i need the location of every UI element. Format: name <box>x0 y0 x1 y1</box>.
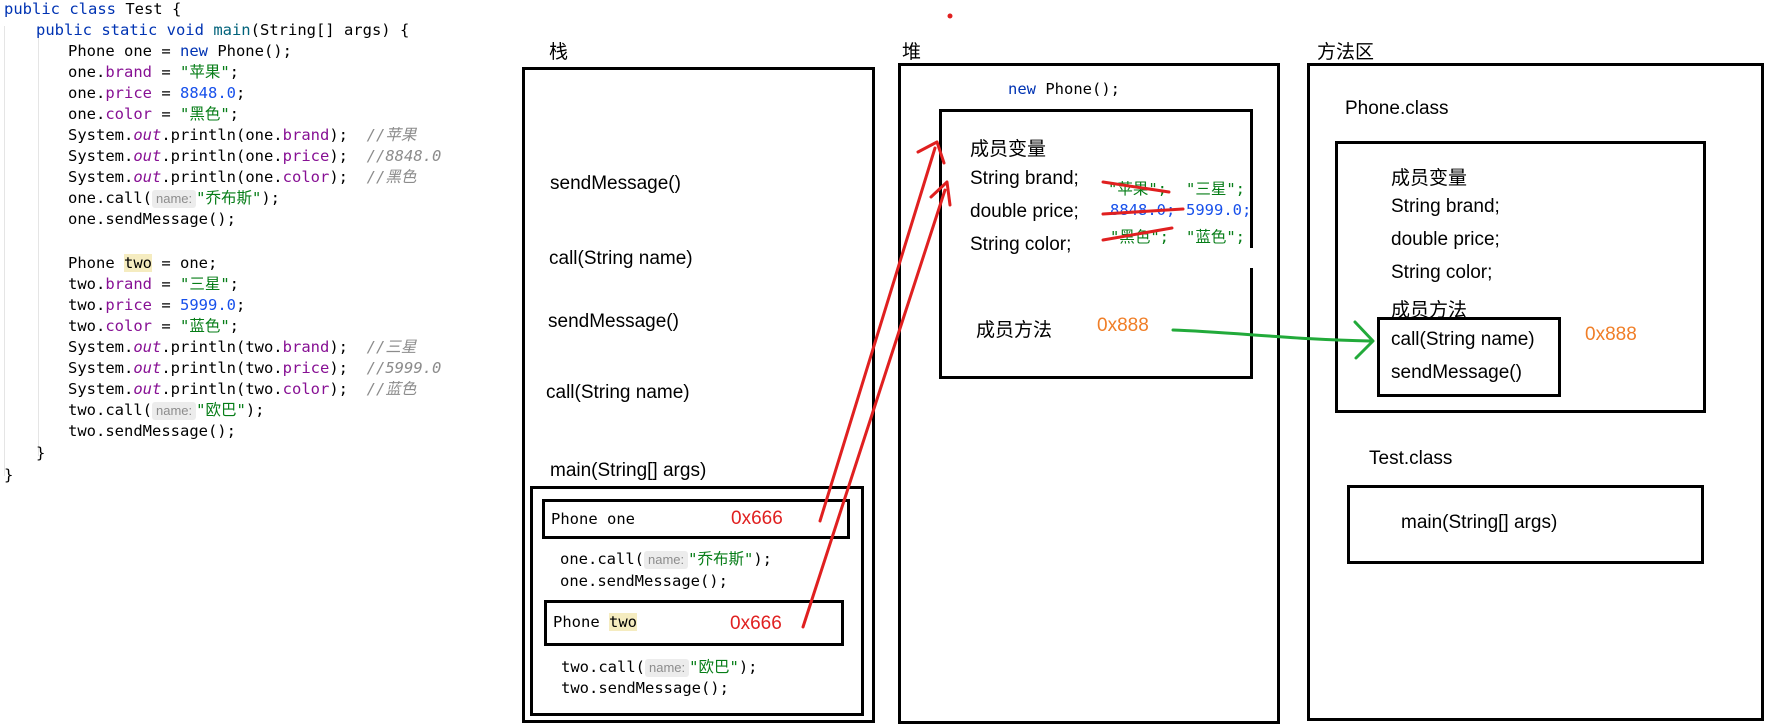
stack-frame-main-label: main(String[] args) <box>550 460 707 481</box>
heap-price-label: double price; <box>970 201 1079 222</box>
class-method-call: call(String name) <box>1391 329 1535 350</box>
var-two-address: 0x666 <box>730 613 782 634</box>
stack-two-send: two.sendMessage(); <box>561 679 729 697</box>
stack-one-call: one.call(name:"乔布斯"); <box>560 550 772 569</box>
stack-one-send: one.sendMessage(); <box>560 572 728 590</box>
heap-color-old-value: "黑色"; <box>1110 228 1169 246</box>
param-hint: name: <box>152 190 197 208</box>
code-line: } <box>36 444 46 462</box>
class-methods-title: 成员方法 <box>1391 300 1468 321</box>
heap-brand-new-value: "三星"; <box>1186 180 1245 198</box>
method-area-box <box>1307 63 1764 721</box>
box-gap <box>1245 248 1257 268</box>
param-hint: name: <box>152 402 197 420</box>
indent-guide <box>4 26 5 476</box>
test-class-main: main(String[] args) <box>1401 512 1558 533</box>
stack-frame-call: call(String name) <box>546 382 690 403</box>
method-area-title: 方法区 <box>1317 42 1375 63</box>
var-one-address: 0x666 <box>731 508 783 529</box>
heap-brand-label: String brand; <box>970 168 1079 189</box>
code-line: one.price = 8848.0; <box>68 84 246 102</box>
code-line: System.out.println(one.color); //黑色 <box>68 168 417 186</box>
stack-frame-call: call(String name) <box>549 248 693 269</box>
param-hint: name: <box>644 551 689 569</box>
code-line: one.color = "黑色"; <box>68 105 240 123</box>
heap-methods-address: 0x888 <box>1097 315 1149 336</box>
code-editor: public class Test { public static void m… <box>0 0 500 560</box>
code-line: public class Test { <box>4 0 182 18</box>
code-line: two.price = 5999.0; <box>68 296 246 314</box>
class-methods-box <box>1377 317 1561 397</box>
heap-methods-label: 成员方法 <box>976 320 1053 341</box>
heap-title: 堆 <box>902 42 922 63</box>
code-line: System.out.println(one.brand); //苹果 <box>68 126 417 144</box>
stack-frame-send-message: sendMessage() <box>548 311 679 332</box>
code-line: System.out.println(one.price); //8848.0 <box>68 147 442 165</box>
stack-two-call: two.call(name:"欧巴"); <box>561 658 758 677</box>
class-field: double price; <box>1391 229 1500 250</box>
var-one-label: Phone one <box>551 510 635 528</box>
code-line: two.color = "蓝色"; <box>68 317 240 335</box>
test-class-box <box>1347 485 1704 564</box>
code-line: two.brand = "三星"; <box>68 275 240 293</box>
code-line: one.sendMessage(); <box>68 210 236 228</box>
class-field: String brand; <box>1391 196 1500 217</box>
heap-new-phone: new Phone(); <box>1008 80 1120 98</box>
class-members-title: 成员变量 <box>1391 168 1468 189</box>
code-line: System.out.println(two.brand); //三星 <box>68 338 417 356</box>
var-two-label: Phone two <box>553 613 637 631</box>
heap-members-title: 成员变量 <box>970 139 1047 160</box>
code-line: two.sendMessage(); <box>68 422 236 440</box>
class-field: String color; <box>1391 262 1493 283</box>
phone-class-box <box>1335 141 1706 413</box>
code-line: public static void main(String[] args) { <box>36 21 410 39</box>
indent-guide <box>38 26 39 456</box>
test-class-label: Test.class <box>1369 448 1453 469</box>
code-line: two.call(name:"欧巴"); <box>68 401 265 420</box>
stack-frame-send-message: sendMessage() <box>550 173 681 194</box>
heap-color-label: String color; <box>970 234 1072 255</box>
stack-title: 栈 <box>549 42 569 63</box>
code-line: one.call(name:"乔布斯"); <box>68 189 280 208</box>
code-line: } <box>4 466 14 484</box>
param-hint: name: <box>645 659 690 677</box>
heap-color-new-value: "蓝色"; <box>1186 228 1245 246</box>
stray-dot <box>947 13 953 19</box>
code-line: Phone one = new Phone(); <box>68 42 292 60</box>
heap-price-old-value: 8848.0; <box>1110 201 1176 219</box>
heap-price-new-value: 5999.0; <box>1186 201 1252 219</box>
code-line: System.out.println(two.price); //5999.0 <box>68 359 442 377</box>
phone-class-label: Phone.class <box>1345 98 1449 119</box>
class-methods-address: 0x888 <box>1585 324 1637 345</box>
code-line: one.brand = "苹果"; <box>68 63 240 81</box>
class-method-send-message: sendMessage() <box>1391 362 1522 383</box>
code-line: System.out.println(two.color); //蓝色 <box>68 380 417 398</box>
heap-brand-old-value: "苹果"; <box>1108 180 1167 198</box>
code-line: Phone two = one; <box>68 254 218 272</box>
